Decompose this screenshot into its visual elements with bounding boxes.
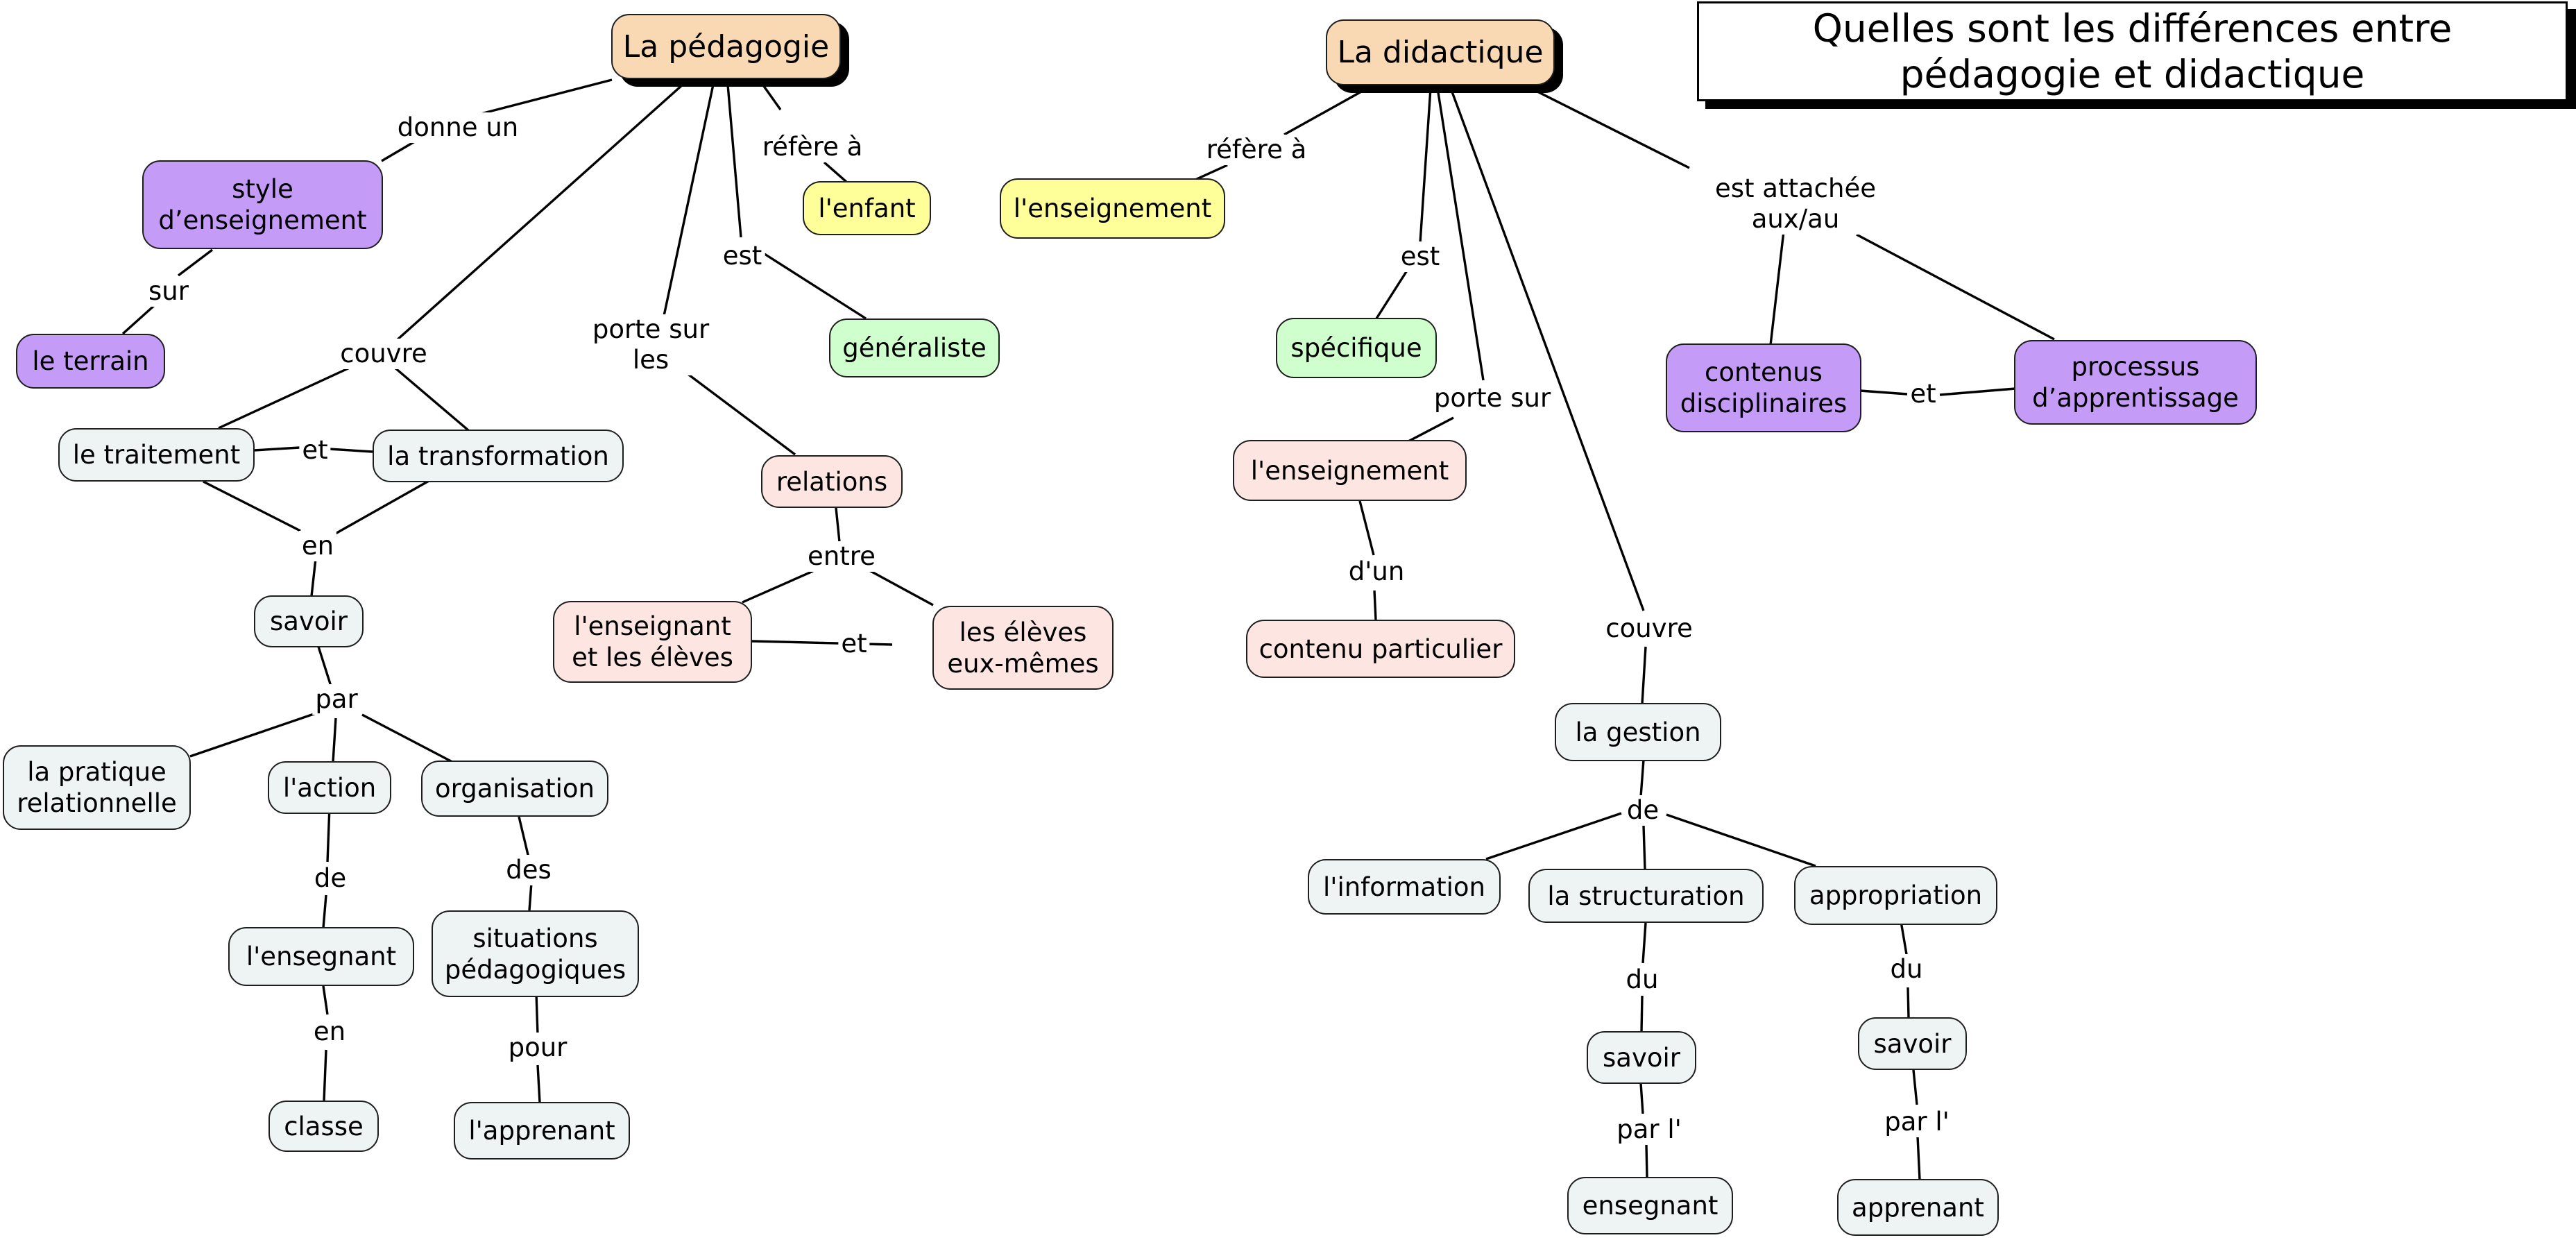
label-en-classe: en (310, 1017, 349, 1047)
label-porte-sur: porte sur (1431, 383, 1554, 414)
node-apprenant-didactique[interactable]: apprenant (1837, 1179, 1999, 1236)
node-contenus-disciplinaires[interactable]: contenus disciplinaires (1666, 343, 1861, 432)
node-generaliste[interactable]: généraliste (829, 319, 1000, 377)
label-d-un: d'un (1345, 557, 1408, 587)
node-l-enseignement-2[interactable]: l'enseignement (1233, 440, 1467, 501)
label-est-attachee: est attachée aux/au (1712, 173, 1879, 235)
label-couvre-didactique: couvre (1603, 613, 1696, 644)
label-refere-a-didactique: réfère à (1203, 135, 1310, 165)
node-l-ensegnant[interactable]: l'ensegnant (228, 927, 414, 986)
label-pour: pour (505, 1033, 570, 1063)
label-est: est (719, 241, 765, 271)
label-par-l-ensegnant: par l' (1614, 1114, 1684, 1145)
node-l-enfant[interactable]: l'enfant (803, 181, 931, 235)
node-savoir-pedagogie[interactable]: savoir (254, 595, 364, 647)
node-enseignant-et-eleves[interactable]: l'enseignant et les élèves (553, 601, 752, 683)
node-pratique-relationnelle[interactable]: la pratique relationnelle (3, 745, 191, 830)
node-situations-pedagogiques[interactable]: situations pédagogiques (432, 910, 639, 997)
node-l-action[interactable]: l'action (268, 761, 391, 814)
node-specifique[interactable]: spécifique (1276, 318, 1437, 378)
node-l-enseignement-1[interactable]: l'enseignement (1000, 178, 1225, 239)
node-contenu-particulier[interactable]: contenu particulier (1246, 620, 1515, 678)
label-de-action: de (311, 863, 350, 894)
label-par: par (312, 684, 361, 715)
node-la-didactique[interactable]: La didactique (1326, 19, 1555, 85)
label-entre: entre (805, 541, 878, 572)
label-sur: sur (146, 276, 191, 307)
node-classe[interactable]: classe (268, 1101, 379, 1152)
node-style-enseignement[interactable]: style d’enseignement (142, 160, 383, 249)
label-refere-a: réfère à (759, 132, 866, 162)
node-la-transformation[interactable]: la transformation (373, 430, 624, 482)
page-title: Quelles sont les différences entre pédag… (1697, 1, 2568, 101)
node-processus-apprentissage[interactable]: processus d’apprentissage (2014, 340, 2257, 425)
node-savoir-structuration[interactable]: savoir (1587, 1031, 1696, 1084)
node-eleves-eux-memes[interactable]: les élèves eux-mêmes (932, 606, 1114, 690)
node-la-pedagogie[interactable]: La pédagogie (611, 14, 841, 79)
node-organisation[interactable]: organisation (421, 761, 608, 817)
label-donne-un: donne un (394, 112, 522, 143)
label-et-traitement: et (299, 435, 331, 466)
label-est-didactique: est (1397, 241, 1443, 272)
label-de-gestion: de (1623, 795, 1662, 826)
node-le-traitement[interactable]: le traitement (58, 428, 255, 482)
label-et-contenus: et (1907, 379, 1939, 409)
label-en: en (298, 531, 337, 561)
label-couvre-pedagogie: couvre (337, 339, 430, 369)
label-par-l-apprenant: par l' (1882, 1107, 1952, 1137)
node-la-gestion[interactable]: la gestion (1555, 703, 1721, 761)
node-le-terrain[interactable]: le terrain (16, 334, 165, 389)
node-relations[interactable]: relations (761, 455, 903, 508)
node-appropriation[interactable]: appropriation (1794, 866, 1997, 925)
node-l-apprenant-pedagogie[interactable]: l'apprenant (454, 1102, 630, 1160)
node-la-structuration[interactable]: la structuration (1528, 869, 1764, 923)
node-savoir-appropriation[interactable]: savoir (1858, 1017, 1967, 1070)
label-du-appropriation: du (1887, 954, 1926, 985)
label-du-structuration: du (1623, 965, 1662, 995)
label-des: des (503, 855, 554, 885)
node-ensegnant-didactique[interactable]: ensegnant (1567, 1177, 1733, 1234)
label-et-relations: et (838, 629, 870, 659)
node-l-information[interactable]: l'information (1308, 859, 1501, 915)
label-porte-sur-les: porte sur les (589, 314, 713, 375)
